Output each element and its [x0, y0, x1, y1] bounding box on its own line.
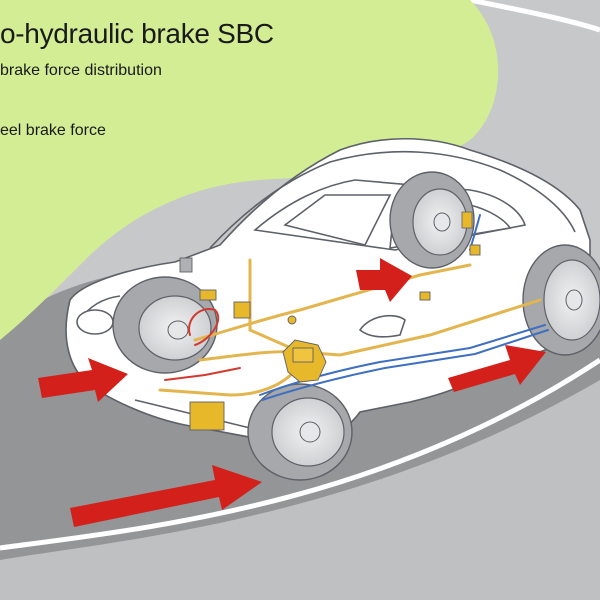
force-arrow-front-left: [38, 358, 128, 402]
wheel-rear-left: [389, 171, 475, 269]
force-arrow-rear-left: [356, 258, 412, 302]
caption-brake-force-distribution: brake force distribution: [0, 62, 162, 79]
green-backdrop: [0, 0, 499, 340]
force-arrow-rear-right: [448, 345, 546, 392]
brake-components: [179, 244, 481, 431]
road-edge-marking: [469, 0, 600, 33]
wheel-rear-right: [522, 244, 600, 356]
diagram-title: o-hydraulic brake SBC: [0, 18, 274, 49]
force-arrow-front-right: [70, 465, 262, 527]
force-arrows: [38, 258, 546, 527]
road-near-lane: [0, 380, 600, 600]
wheel-front-right: [247, 383, 353, 481]
road-lane-marking: [0, 357, 600, 551]
battery-module: [189, 401, 225, 431]
wheel-front-left: [112, 276, 218, 374]
caption-wheel-brake-force: eel brake force: [0, 122, 106, 139]
